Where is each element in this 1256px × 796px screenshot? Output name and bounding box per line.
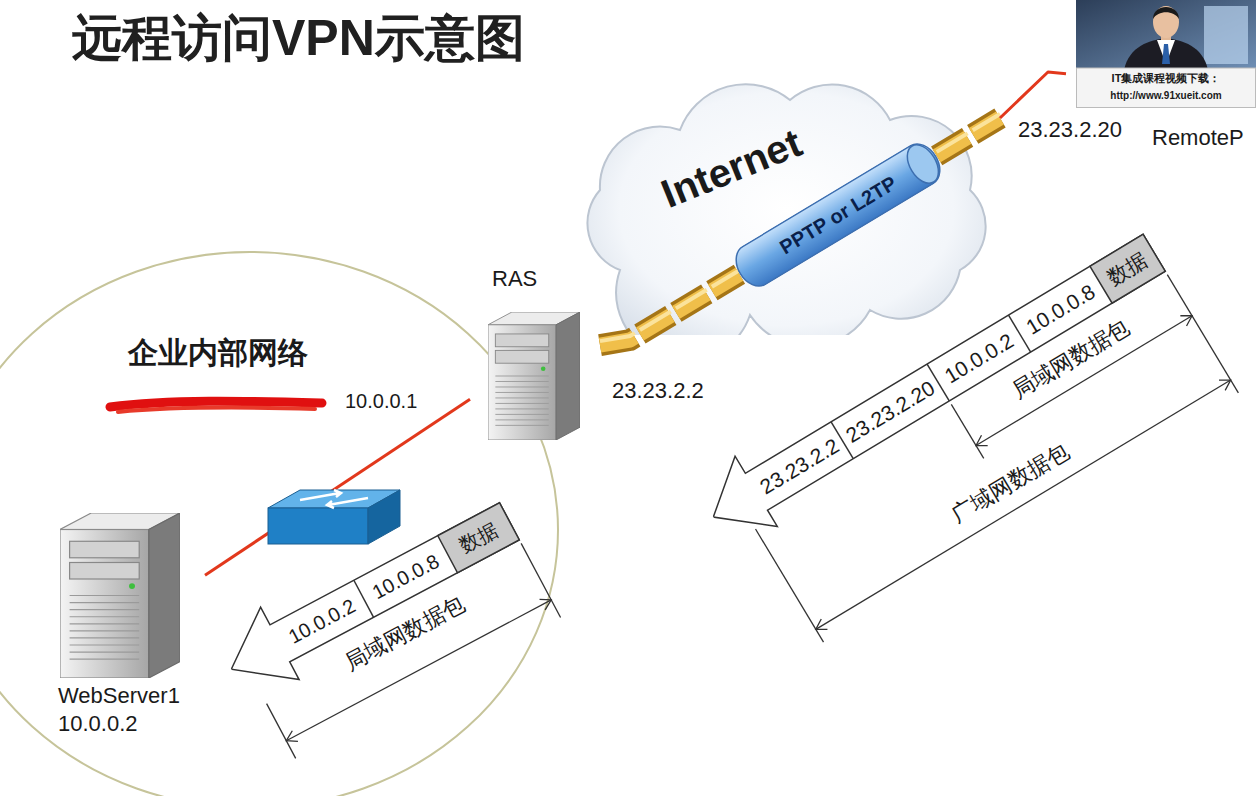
drawing-part [495, 386, 548, 387]
drawing-part [495, 350, 548, 363]
drawing-part [495, 381, 548, 382]
connector [600, 270, 739, 345]
tunnel-pipe-highlight [600, 270, 739, 341]
drawing-part [1076, 0, 1256, 70]
drawing-part [267, 704, 296, 759]
drawing-part [129, 583, 135, 589]
drawing-part [587, 84, 985, 335]
drawing-part [70, 609, 140, 610]
drawing-part [70, 637, 140, 638]
server-node: RAS [470, 266, 600, 446]
drawing-part [541, 366, 546, 371]
tunnel-pipe [937, 118, 1000, 156]
drawing-part [1157, 40, 1175, 64]
drawing-part [521, 543, 560, 617]
drawing-part [556, 312, 580, 440]
packet-field: 23.23.2.20 [831, 364, 949, 459]
drawing-part [951, 404, 983, 458]
ip-address: 10.0.0.1 [345, 390, 417, 413]
drawing-part [300, 490, 341, 500]
drawing-part [70, 616, 140, 617]
drawing-part [70, 644, 140, 645]
drawing-part [495, 419, 548, 420]
drawing-part [1153, 6, 1179, 38]
drawing-part [70, 541, 140, 558]
drawing-part [495, 376, 548, 377]
region-ellipse [0, 252, 558, 796]
cloud-title: Internet [655, 119, 808, 217]
drawing-part [1090, 234, 1165, 303]
ip-address: 23.23.2.2 [612, 378, 704, 403]
drawing-part [692, 217, 1175, 552]
drawing-part [495, 334, 548, 347]
server-name: WebServer1 [58, 683, 180, 708]
server-icon [60, 513, 180, 678]
drawing-part [1153, 7, 1179, 19]
switch-arrows [300, 490, 368, 508]
pc-name: RemoteP [1152, 125, 1244, 150]
drawing-part [70, 630, 140, 631]
drawing-part [488, 325, 556, 440]
drawing-part [70, 659, 140, 660]
watermark: http://www.91xueit.com [1076, 88, 1256, 104]
drawing-part [1077, 68, 1256, 108]
ip-address: 10.0.0.2 [58, 711, 138, 736]
drawing-part [831, 315, 1031, 458]
drawing-part [495, 425, 548, 426]
drawing-part [1204, 6, 1248, 64]
drawing-part [901, 139, 945, 188]
page-title: 远程访问VPN示意图 [72, 10, 525, 68]
drawing-part [495, 392, 548, 393]
drawing-part [70, 623, 140, 624]
server-icon [488, 312, 580, 440]
region-title: 企业内部网络 [128, 336, 308, 371]
drawing-part [495, 403, 548, 404]
drawing-part [1162, 44, 1170, 64]
ip-address: 23.23.2.20 [1018, 117, 1122, 142]
video-thumbnail: IT集成课程视频下载： http://www.91xueit.com [1076, 0, 1256, 108]
drawing-part [756, 529, 824, 642]
drawing-part [495, 414, 548, 415]
server-name: RAS [492, 266, 537, 291]
drawing-part [495, 408, 548, 409]
tunnel-pipe [937, 118, 1000, 156]
drawing-part [149, 513, 180, 678]
drawing-part [1167, 275, 1238, 393]
switch-side [368, 490, 400, 544]
connector [937, 72, 1066, 156]
drawing-part [212, 485, 529, 705]
drawing-part [438, 503, 520, 573]
drawing-part [495, 397, 548, 398]
network-cable [1000, 72, 1066, 118]
internet-cloud: InternetPPTP or L2TP [560, 70, 1000, 335]
drawing-part [495, 376, 548, 425]
drawing-part [70, 595, 140, 596]
tunnel-pipe-highlight [937, 114, 1000, 152]
drawing-part [327, 498, 368, 508]
drawing-part [70, 602, 140, 603]
drawing-part [1124, 38, 1208, 70]
drawing-part [70, 596, 140, 660]
server-node: WebServer1 10.0.0.2 [55, 505, 205, 745]
drawing-part [70, 651, 140, 652]
switch-front [268, 508, 368, 544]
drawing-part [70, 563, 140, 580]
cloud-outline [560, 70, 1000, 335]
red-underline [118, 407, 315, 412]
packet-field: 23.23.2.2 [745, 422, 853, 510]
watermark: IT集成课程视频下载： [1076, 70, 1256, 86]
drawing-part [60, 530, 149, 679]
